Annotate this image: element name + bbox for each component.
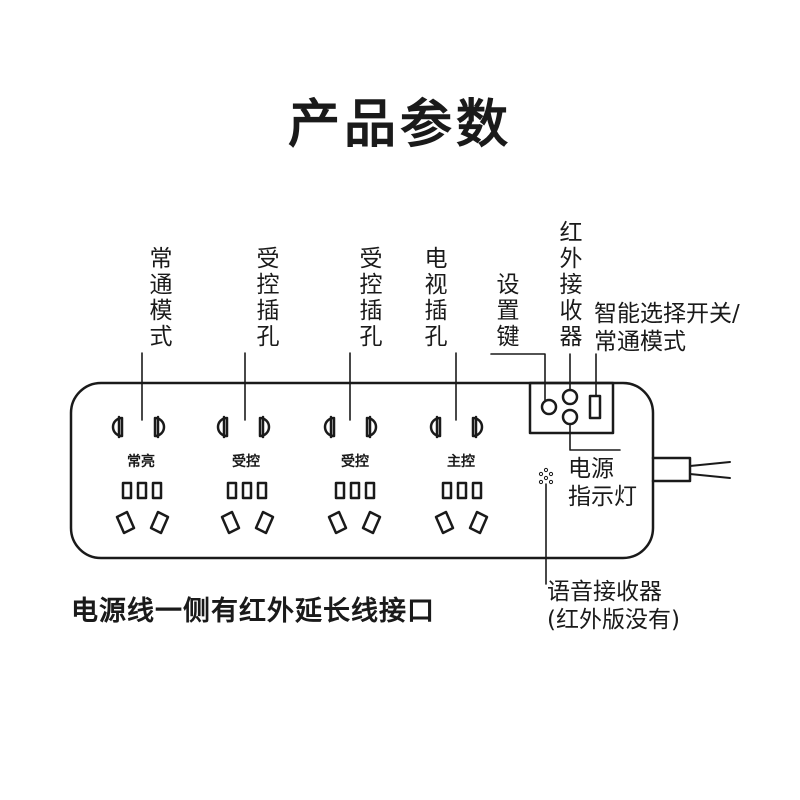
callout-ir-receiver: 红外接收器 xyxy=(555,220,581,350)
angled-slot xyxy=(327,510,348,535)
power-cord xyxy=(689,461,731,479)
three-pin-slot xyxy=(334,481,346,500)
two-pin-right xyxy=(365,415,378,439)
callout-setting-key: 设置键 xyxy=(492,272,518,350)
angled-slot xyxy=(115,510,136,535)
angled-slot xyxy=(468,510,489,535)
three-pin-slot xyxy=(241,481,253,500)
two-pin-left xyxy=(111,415,124,439)
three-pin-slot xyxy=(136,481,148,500)
three-pin-slot xyxy=(441,481,453,500)
two-pin-right xyxy=(471,415,484,439)
angled-slot xyxy=(220,510,241,535)
callout-controlled-socket-1: 受控插孔 xyxy=(252,246,278,350)
power-indicator-light xyxy=(561,408,579,426)
callout-power-indicator: 电源 指示灯 xyxy=(568,456,637,510)
callout-tv-socket: 电视插孔 xyxy=(420,246,446,350)
smart-switch xyxy=(588,394,602,420)
footnote: 电源线一侧有红外延长线接口 xyxy=(71,596,435,627)
socket-group-2 xyxy=(216,415,275,535)
three-pin-slot xyxy=(349,481,361,500)
three-pin-slot xyxy=(256,481,268,500)
three-pin-slot xyxy=(226,481,238,500)
two-pin-left xyxy=(216,415,229,439)
callout-voice-receiver: 语音接收器 (红外版没有) xyxy=(547,579,680,633)
power-strip-body xyxy=(69,381,655,560)
three-pin-slot xyxy=(121,481,133,500)
leader-setting-key xyxy=(490,353,546,401)
socket-label-2: 受控 xyxy=(232,454,260,470)
three-pin-slot xyxy=(456,481,468,500)
control-panel-box xyxy=(528,381,615,435)
two-pin-right xyxy=(258,415,271,439)
leader-power-indicator xyxy=(569,423,621,451)
socket-label-4: 主控 xyxy=(447,454,475,470)
callout-smart-switch: 智能选择开关/ 常通模式 xyxy=(594,301,740,355)
socket-group-4 xyxy=(429,415,489,535)
socket-group-1 xyxy=(111,415,170,535)
page-title: 产品参数 xyxy=(287,95,512,155)
power-cord-plug xyxy=(651,456,692,483)
two-pin-left xyxy=(323,415,336,439)
ir-receiver-top xyxy=(561,388,579,406)
three-pin-slot xyxy=(151,481,163,500)
two-pin-left xyxy=(429,415,442,439)
angled-slot xyxy=(254,510,275,535)
two-pin-right xyxy=(153,415,166,439)
three-pin-slot xyxy=(364,481,376,500)
angled-slot xyxy=(149,510,170,535)
socket-label-3: 受控 xyxy=(341,454,369,470)
angled-slot xyxy=(434,510,455,535)
callout-constant-mode: 常通模式 xyxy=(145,246,171,350)
three-pin-slot xyxy=(471,481,483,500)
socket-label-1: 常亮 xyxy=(127,454,155,470)
voice-receiver-dots xyxy=(538,467,554,485)
callout-controlled-socket-2: 受控插孔 xyxy=(355,246,381,350)
setting-key-button xyxy=(540,398,558,416)
socket-group-3 xyxy=(323,415,382,535)
angled-slot xyxy=(361,510,382,535)
